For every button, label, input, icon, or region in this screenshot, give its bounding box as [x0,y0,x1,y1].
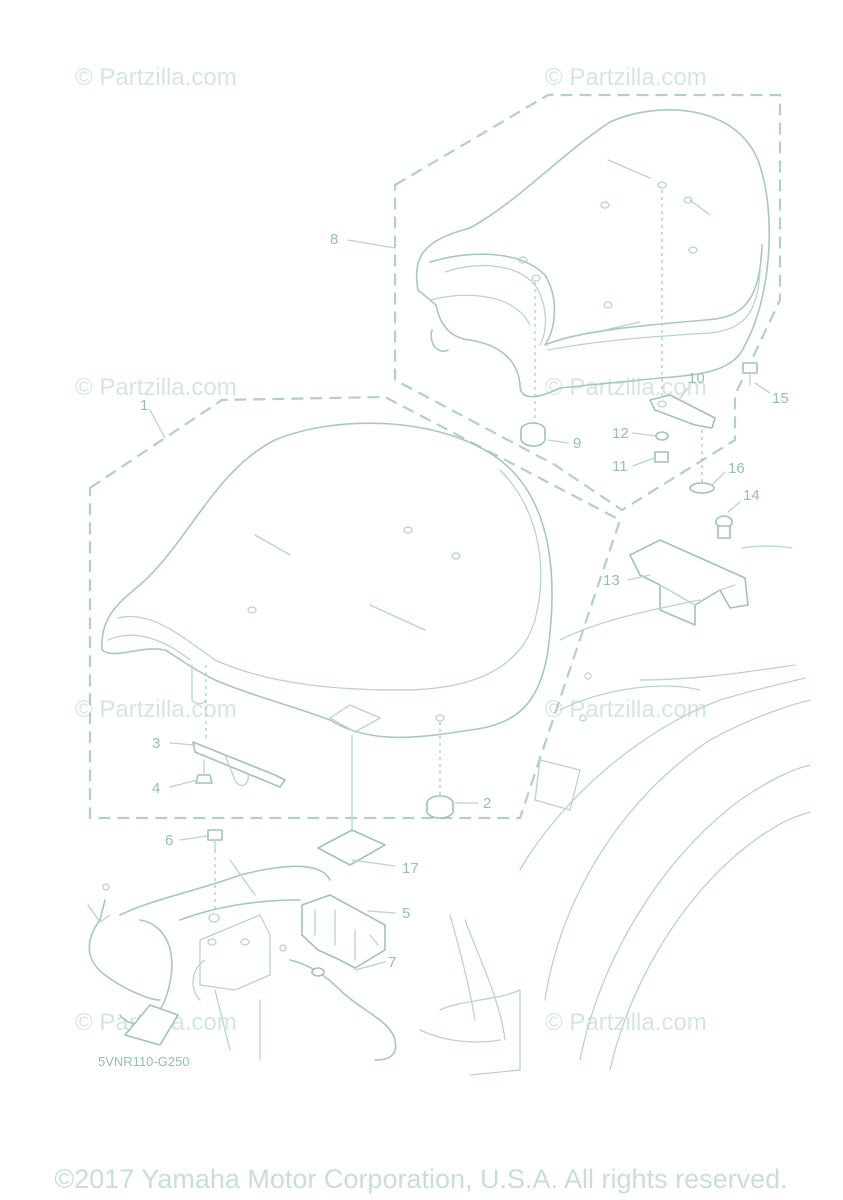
watermark: © Partzilla.com [75,696,237,723]
callout-5: 5 [402,905,410,922]
seat-mount-bracket [629,539,749,626]
lower-frame [119,859,521,1076]
callout-17: 17 [402,860,419,877]
rear-seat [415,109,771,398]
callout-3: 3 [152,735,160,752]
bolt [195,759,213,784]
bolt [654,451,669,463]
callout-4: 4 [152,780,160,797]
seat-pad [317,829,386,866]
seat-bracket [192,741,286,788]
callout-13: 13 [603,572,620,589]
leader-lines [149,239,771,971]
frame-outline [519,545,811,1071]
bolt [715,515,733,539]
watermark: © Partzilla.com [75,374,237,401]
rear-seat-bracket [649,394,716,429]
bolt [207,829,223,853]
callout-7: 7 [388,954,396,971]
callout-14: 14 [743,487,760,504]
callout-6: 6 [165,832,173,849]
callout-2: 2 [483,795,491,812]
callout-8: 8 [330,231,338,248]
front-seat [101,422,553,739]
watermark: © Partzilla.com [545,1009,707,1036]
diagram-code: 5VNR110-G250 [98,1054,190,1069]
watermark: © Partzilla.com [75,64,237,91]
callout-12: 12 [612,425,629,442]
callout-11: 11 [612,458,628,475]
copyright-notice: ©2017 Yamaha Motor Corporation, U.S.A. A… [54,1164,787,1194]
damper-grommet [520,422,546,447]
callout-15: 15 [772,390,789,407]
callout-9: 9 [573,435,581,452]
bolt [742,362,758,386]
watermarks: © Partzilla.com © Partzilla.com © Partzi… [75,64,707,1036]
callout-16: 16 [728,460,745,477]
callout-1: 1 [140,397,148,414]
rear-seat-group-outline [393,93,782,512]
callout-10: 10 [688,370,705,387]
damper-grommet [426,795,454,819]
watermark: © Partzilla.com [545,696,707,723]
callouts: 1 2 3 4 5 6 7 8 9 10 11 12 13 14 15 16 1… [140,231,789,971]
watermark: © Partzilla.com [545,64,707,91]
tag [124,1004,179,1046]
front-seat-group-outline [88,395,622,820]
seat-lock-cable [87,883,397,1061]
seat-lock [301,894,386,969]
washer [655,431,669,441]
washer [689,482,715,494]
